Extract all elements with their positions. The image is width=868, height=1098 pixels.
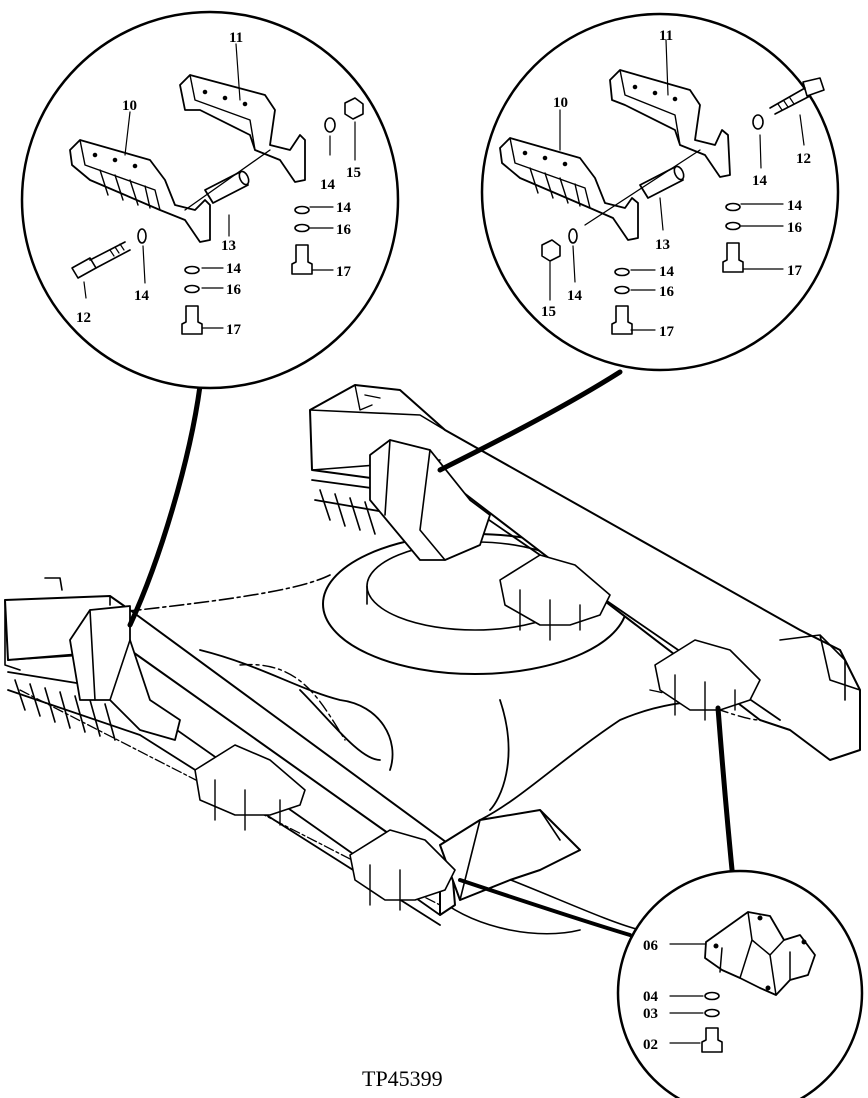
- callout-03: 03: [643, 1006, 658, 1022]
- bolt-17b-left: [181, 305, 203, 335]
- callout-14: 14: [226, 261, 242, 277]
- bolt-02: [701, 1027, 723, 1053]
- callout-17: 17: [787, 263, 803, 279]
- callout-13: 13: [655, 237, 670, 253]
- bolt-12-left: [71, 241, 131, 279]
- lockwasher-14b-left: [324, 117, 336, 133]
- callout-02: 02: [643, 1037, 658, 1053]
- callout-10: 10: [122, 98, 137, 114]
- callout-14: 14: [567, 288, 583, 304]
- callout-14: 14: [659, 264, 675, 280]
- callout-04: 04: [643, 989, 659, 1005]
- callout-16: 16: [336, 222, 352, 238]
- callout-13: 13: [221, 238, 236, 254]
- callout-11: 11: [659, 28, 673, 44]
- lockwasher-14b-right: [568, 228, 578, 244]
- figure-id: TP45399: [362, 1066, 443, 1091]
- callout-16: 16: [659, 284, 675, 300]
- nut-15-left: [344, 97, 364, 120]
- spacer-pipe-13: [639, 165, 685, 199]
- callout-14: 14: [320, 177, 336, 193]
- leader-lines: [127, 369, 737, 937]
- bolt-17b-right: [611, 305, 633, 335]
- nut-15-right: [541, 239, 561, 262]
- callout-17: 17: [336, 264, 352, 280]
- bolt-12-right: [769, 77, 825, 115]
- callout-12: 12: [796, 151, 811, 167]
- callout-15: 15: [541, 304, 556, 320]
- lockwasher-14-left: [137, 228, 147, 244]
- track-frame-assembly: [4, 384, 861, 935]
- lockwasher-14-right: [752, 114, 764, 130]
- guard-10: [499, 137, 639, 241]
- callout-14: 14: [752, 173, 768, 189]
- callout-14: 14: [336, 200, 352, 216]
- bolt-17a-left: [291, 244, 313, 275]
- callout-16: 16: [226, 282, 242, 298]
- callout-17: 17: [659, 324, 675, 340]
- callout-14: 14: [134, 288, 150, 304]
- frame-brackets: [69, 439, 761, 911]
- callout-14: 14: [787, 198, 803, 214]
- callout-10: 10: [553, 95, 568, 111]
- detail-circle-bottom: 06 04 03 02: [616, 869, 864, 1098]
- guard-10: [69, 139, 211, 243]
- callout-16: 16: [787, 220, 803, 236]
- detail-circle-left: 11 10 12 13 14 14 14 14 15 16 16 17 17: [20, 10, 400, 390]
- spacer-pipe-13: [204, 170, 250, 204]
- guard-plate-11: [179, 74, 306, 183]
- bolt-17a-right: [722, 242, 744, 273]
- callout-15: 15: [346, 165, 361, 181]
- detail-circle-right: 11 10 12 13 14 14 14 14 15 16 16 17 17: [480, 12, 840, 372]
- callout-06: 06: [643, 938, 659, 954]
- callout-11: 11: [229, 30, 243, 46]
- callout-12: 12: [76, 310, 91, 326]
- bracket-06: [704, 911, 816, 996]
- callout-17: 17: [226, 322, 242, 338]
